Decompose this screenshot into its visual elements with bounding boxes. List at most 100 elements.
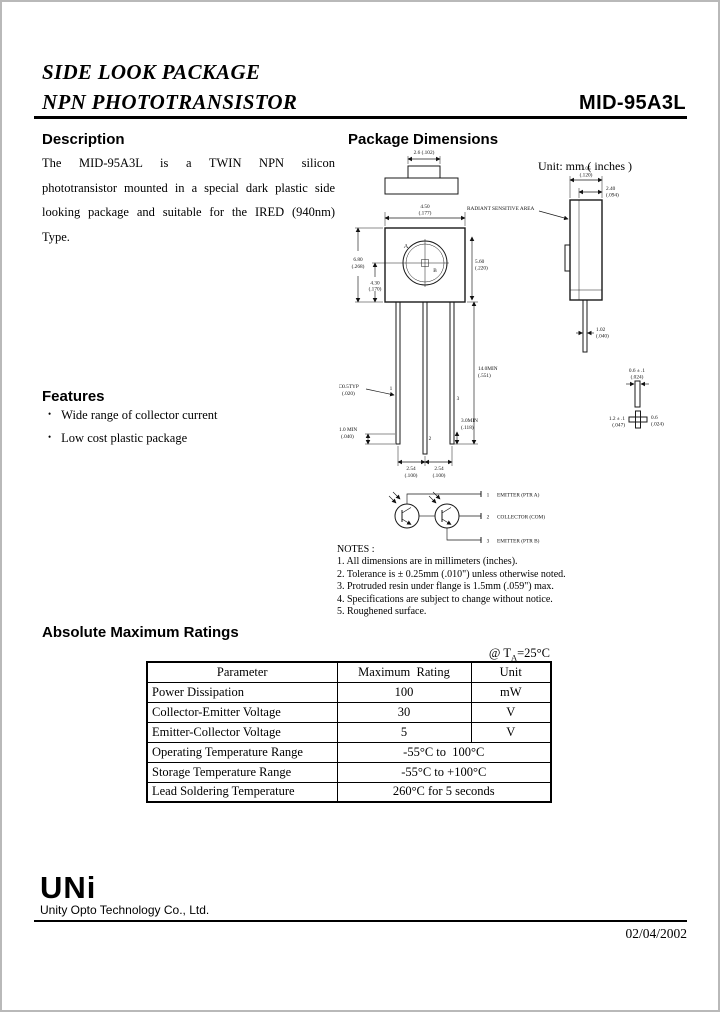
unit-note: Unit: mm ( inches ) [538, 159, 632, 173]
pin-number: 1 [487, 493, 490, 499]
cell-rating: 100 [336, 681, 472, 703]
condition-subscript: A [510, 652, 518, 663]
dim-label: (.040) [341, 433, 354, 440]
cell-parameter: Operating Temperature Range [146, 741, 338, 763]
document-date: 02/04/2002 [625, 926, 687, 941]
table-row: Lead Soldering Temperature 260°C for 5 s… [146, 781, 552, 803]
leads: 1 2 3 14.0MIN (.551) 3.0MIN (.118) 1.0 M… [339, 301, 498, 479]
front-view: A B 4.50 (.177) 6.80 (.268) 4.30 (.170) … [352, 204, 488, 303]
table-row: Storage Temperature Range -55°C to +100°… [146, 761, 552, 783]
cell-unit: V [470, 721, 552, 743]
cell-parameter: Storage Temperature Range [146, 761, 338, 783]
lead-number: 1 [390, 386, 393, 392]
pin-number: 3 [487, 539, 490, 545]
cell-unit: V [470, 701, 552, 723]
pin-label: EMITTER (PTR A) [497, 492, 540, 499]
feature-item: • Wide range of collector current [48, 408, 218, 423]
cell-parameter: Emitter-Collector Voltage [146, 721, 338, 743]
table-row: Emitter-Collector Voltage 5 V [146, 721, 552, 743]
dim-label: 1.0 MIN [339, 427, 357, 433]
dim-label: (.118) [461, 424, 474, 431]
view-label-b: B [433, 268, 437, 274]
view-label-a: A [404, 243, 409, 250]
notes-block: NOTES : 1. All dimensions are in millime… [337, 544, 607, 618]
description-heading: Description [42, 131, 125, 148]
dim-label: 0.6 ± .1 [629, 368, 646, 374]
dim-label: 4.50 [420, 204, 430, 210]
cell-rating: 30 [336, 701, 472, 723]
pin-label: EMITTER (PTR B) [497, 538, 540, 545]
dim-label: 2.54 [434, 466, 444, 472]
features-heading: Features [42, 388, 105, 405]
cell-parameter: Collector-Emitter Voltage [146, 701, 338, 723]
dim-label: 1.2 ± .1 [609, 416, 626, 422]
dim-label: 3.0MIN [461, 418, 478, 424]
bullet-icon: • [48, 432, 52, 442]
uni-logo: UNi [40, 870, 97, 905]
document-title: SIDE LOOK PACKAGE NPN PHOTOTRANSISTOR [42, 57, 297, 117]
table-header-row: Parameter Maximum Rating Unit [146, 661, 552, 683]
dim-label: 6.80 [353, 257, 363, 263]
header-rule [34, 116, 687, 119]
pin-number: 2 [487, 515, 490, 521]
note-line: 4. Specifications are subject to change … [337, 593, 553, 605]
dim-label: (.170) [369, 286, 382, 293]
feature-text: Wide range of collector current [61, 408, 218, 422]
dim-label: □0.5TYP [339, 384, 359, 390]
feature-text: Low cost plastic package [61, 431, 188, 445]
notes-title: NOTES : [337, 544, 375, 555]
features-list: • Wide range of collector current • Low … [48, 408, 218, 454]
circuit-diagram: 1 EMITTER (PTR A) 2 COLLECTOR (COM) 3 EM… [388, 491, 545, 545]
package-drawing: 2.6 (.102) A B 4.50 (.177) 6.80 (.268) [339, 149, 664, 545]
dim-label: (.100) [433, 472, 446, 479]
dim-label: (.024) [651, 421, 664, 428]
description-body: The MID-95A3L is a TWIN NPN silicon phot… [42, 156, 335, 244]
cell-parameter: Power Dissipation [146, 681, 338, 703]
column-header-unit: Unit [470, 661, 552, 683]
lead-detail: 0.6 ± .1 (.024) 1.2 ± .1 (.047) 0.6 (.02… [609, 368, 664, 429]
side-view: 3.05 (.120) 2.40 (.094) 1.02 (.040) [564, 166, 619, 353]
dim-label: 0.6 [651, 415, 658, 421]
dim-label: (.094) [606, 192, 619, 199]
condition-suffix: =25°C [517, 646, 550, 660]
dim-label: (.047) [612, 422, 625, 429]
cell-rating: 5 [336, 721, 472, 743]
package-dimensions-heading: Package Dimensions [348, 131, 499, 148]
feature-item: • Low cost plastic package [48, 431, 218, 446]
pin-label: COLLECTOR (COM) [497, 514, 545, 521]
cell-parameter: Lead Soldering Temperature [146, 781, 338, 803]
dim-label: (.040) [596, 333, 609, 340]
cell-rating: 260°C for 5 seconds [336, 781, 552, 803]
condition-prefix: @ T [488, 646, 511, 660]
dim-label: (.100) [405, 472, 418, 479]
title-line-1: SIDE LOOK PACKAGE [42, 60, 261, 84]
top-view: 2.6 (.102) [384, 149, 459, 195]
dim-label: 2.6 (.102) [414, 149, 435, 156]
dim-label: 5.60 [475, 259, 485, 265]
note-line: 2. Tolerance is ± 0.25mm (.010") unless … [337, 568, 566, 580]
bullet-icon: • [48, 409, 52, 419]
ratings-heading: Absolute Maximum Ratings [42, 624, 239, 641]
cell-rating: -55°C to +100°C [336, 761, 552, 783]
table-row: Operating Temperature Range -55°C to 100… [146, 741, 552, 763]
note-line: 5. Roughened surface. [337, 606, 427, 618]
table-row: Collector-Emitter Voltage 30 V [146, 701, 552, 723]
dim-label: (.024) [631, 374, 644, 381]
radiant-callout: RADIANT SENSITIVE AREA [467, 206, 569, 221]
column-header-max-rating: Maximum Rating [336, 661, 472, 683]
ratings-condition: @ TA=25°C [489, 646, 550, 663]
dim-label: (.020) [342, 390, 355, 397]
footer-rule [34, 920, 687, 922]
table-row: Power Dissipation 100 mW [146, 681, 552, 703]
dim-label: (.120) [580, 172, 593, 179]
radiant-label: RADIANT SENSITIVE AREA [467, 206, 534, 212]
dim-label: 4.30 [370, 281, 380, 287]
note-line: 3. Protruded resin under flange is 1.5mm… [337, 581, 554, 593]
title-line-2: NPN PHOTOTRANSISTOR [42, 90, 298, 114]
dim-label: (.177) [419, 210, 432, 217]
dim-label: 1.02 [596, 327, 606, 333]
lead-number: 3 [457, 396, 460, 402]
company-name: Unity Opto Technology Co., Ltd. [40, 903, 210, 917]
dim-label: 2.40 [606, 186, 616, 192]
cell-unit: mW [470, 681, 552, 703]
